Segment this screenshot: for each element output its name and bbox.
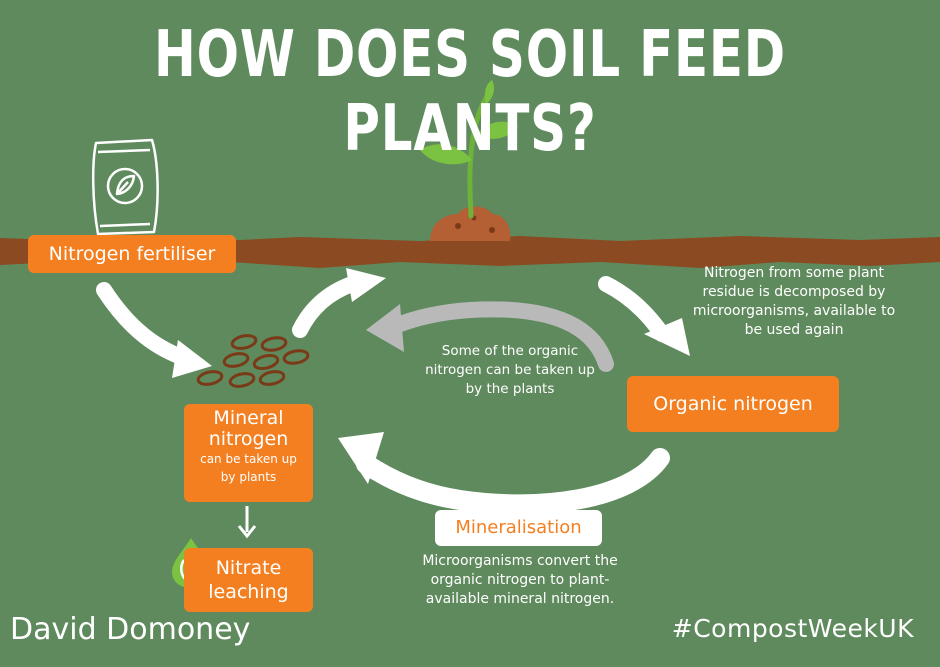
note-convert-line: Microorganisms convert the: [422, 553, 618, 569]
nitrogen-fertiliser-box: Nitrogen fertiliser: [28, 235, 236, 273]
note-convert: Microorganisms convert the organic nitro…: [406, 552, 634, 609]
organic-nitrogen-box: Organic nitrogen: [627, 376, 839, 432]
nitrate-leaching-label-2: leaching: [208, 581, 289, 603]
compost-pellets-icon: [196, 334, 310, 388]
note-decompose-line: residue is decomposed by: [702, 284, 886, 300]
mineral-nitrogen-sub-1: can be taken up: [200, 452, 297, 466]
seedling-icon: [420, 80, 518, 219]
organic-nitrogen-label: Organic nitrogen: [653, 393, 813, 415]
mineral-nitrogen-box: Mineral nitrogen can be taken up by plan…: [184, 404, 313, 502]
arrow-mineralisation: [338, 432, 670, 515]
hashtag: #CompostWeekUK: [671, 614, 914, 643]
note-uptake-line: Some of the organic: [441, 343, 579, 359]
note-decompose-line: be used again: [744, 322, 844, 338]
mineral-nitrogen-sub-2: by plants: [220, 470, 277, 484]
note-convert-line: organic nitrogen to plant-: [430, 572, 610, 588]
arrow-plant-to-organic: [598, 276, 690, 356]
mineralisation-box: Mineralisation: [435, 510, 602, 546]
note-uptake-line: nitrogen can be taken up: [425, 362, 595, 378]
brand-logo: David Domoney: [10, 612, 251, 647]
note-decompose-line: Nitrogen from some plant: [704, 265, 884, 281]
note-convert-line: available mineral nitrogen.: [425, 591, 615, 607]
nitrogen-fertiliser-label: Nitrogen fertiliser: [48, 243, 216, 265]
note-uptake: Some of the organic nitrogen can be take…: [412, 342, 608, 399]
mineral-nitrogen-title-2: nitrogen: [208, 428, 289, 450]
nitrate-leaching-label-1: Nitrate: [215, 557, 282, 579]
note-decompose: Nitrogen from some plant residue is deco…: [668, 264, 920, 340]
arrow-organic-uptake: [366, 301, 614, 372]
note-decompose-line: microorganisms, available to: [692, 303, 896, 319]
page-title: HOW DOES SOIL FEED PLANTS?: [154, 18, 786, 166]
nitrate-leaching-box: Nitrate leaching: [184, 548, 313, 612]
mineralisation-label: Mineralisation: [455, 517, 582, 538]
mineral-nitrogen-title-1: Mineral: [213, 407, 284, 429]
note-uptake-line: by the plants: [465, 381, 555, 397]
arrow-mineral-to-plant: [292, 268, 386, 338]
fertiliser-bag-icon: [91, 138, 159, 236]
arrow-mineral-to-nitrate: [237, 506, 257, 539]
arrow-fertiliser-to-pellets: [96, 282, 212, 378]
